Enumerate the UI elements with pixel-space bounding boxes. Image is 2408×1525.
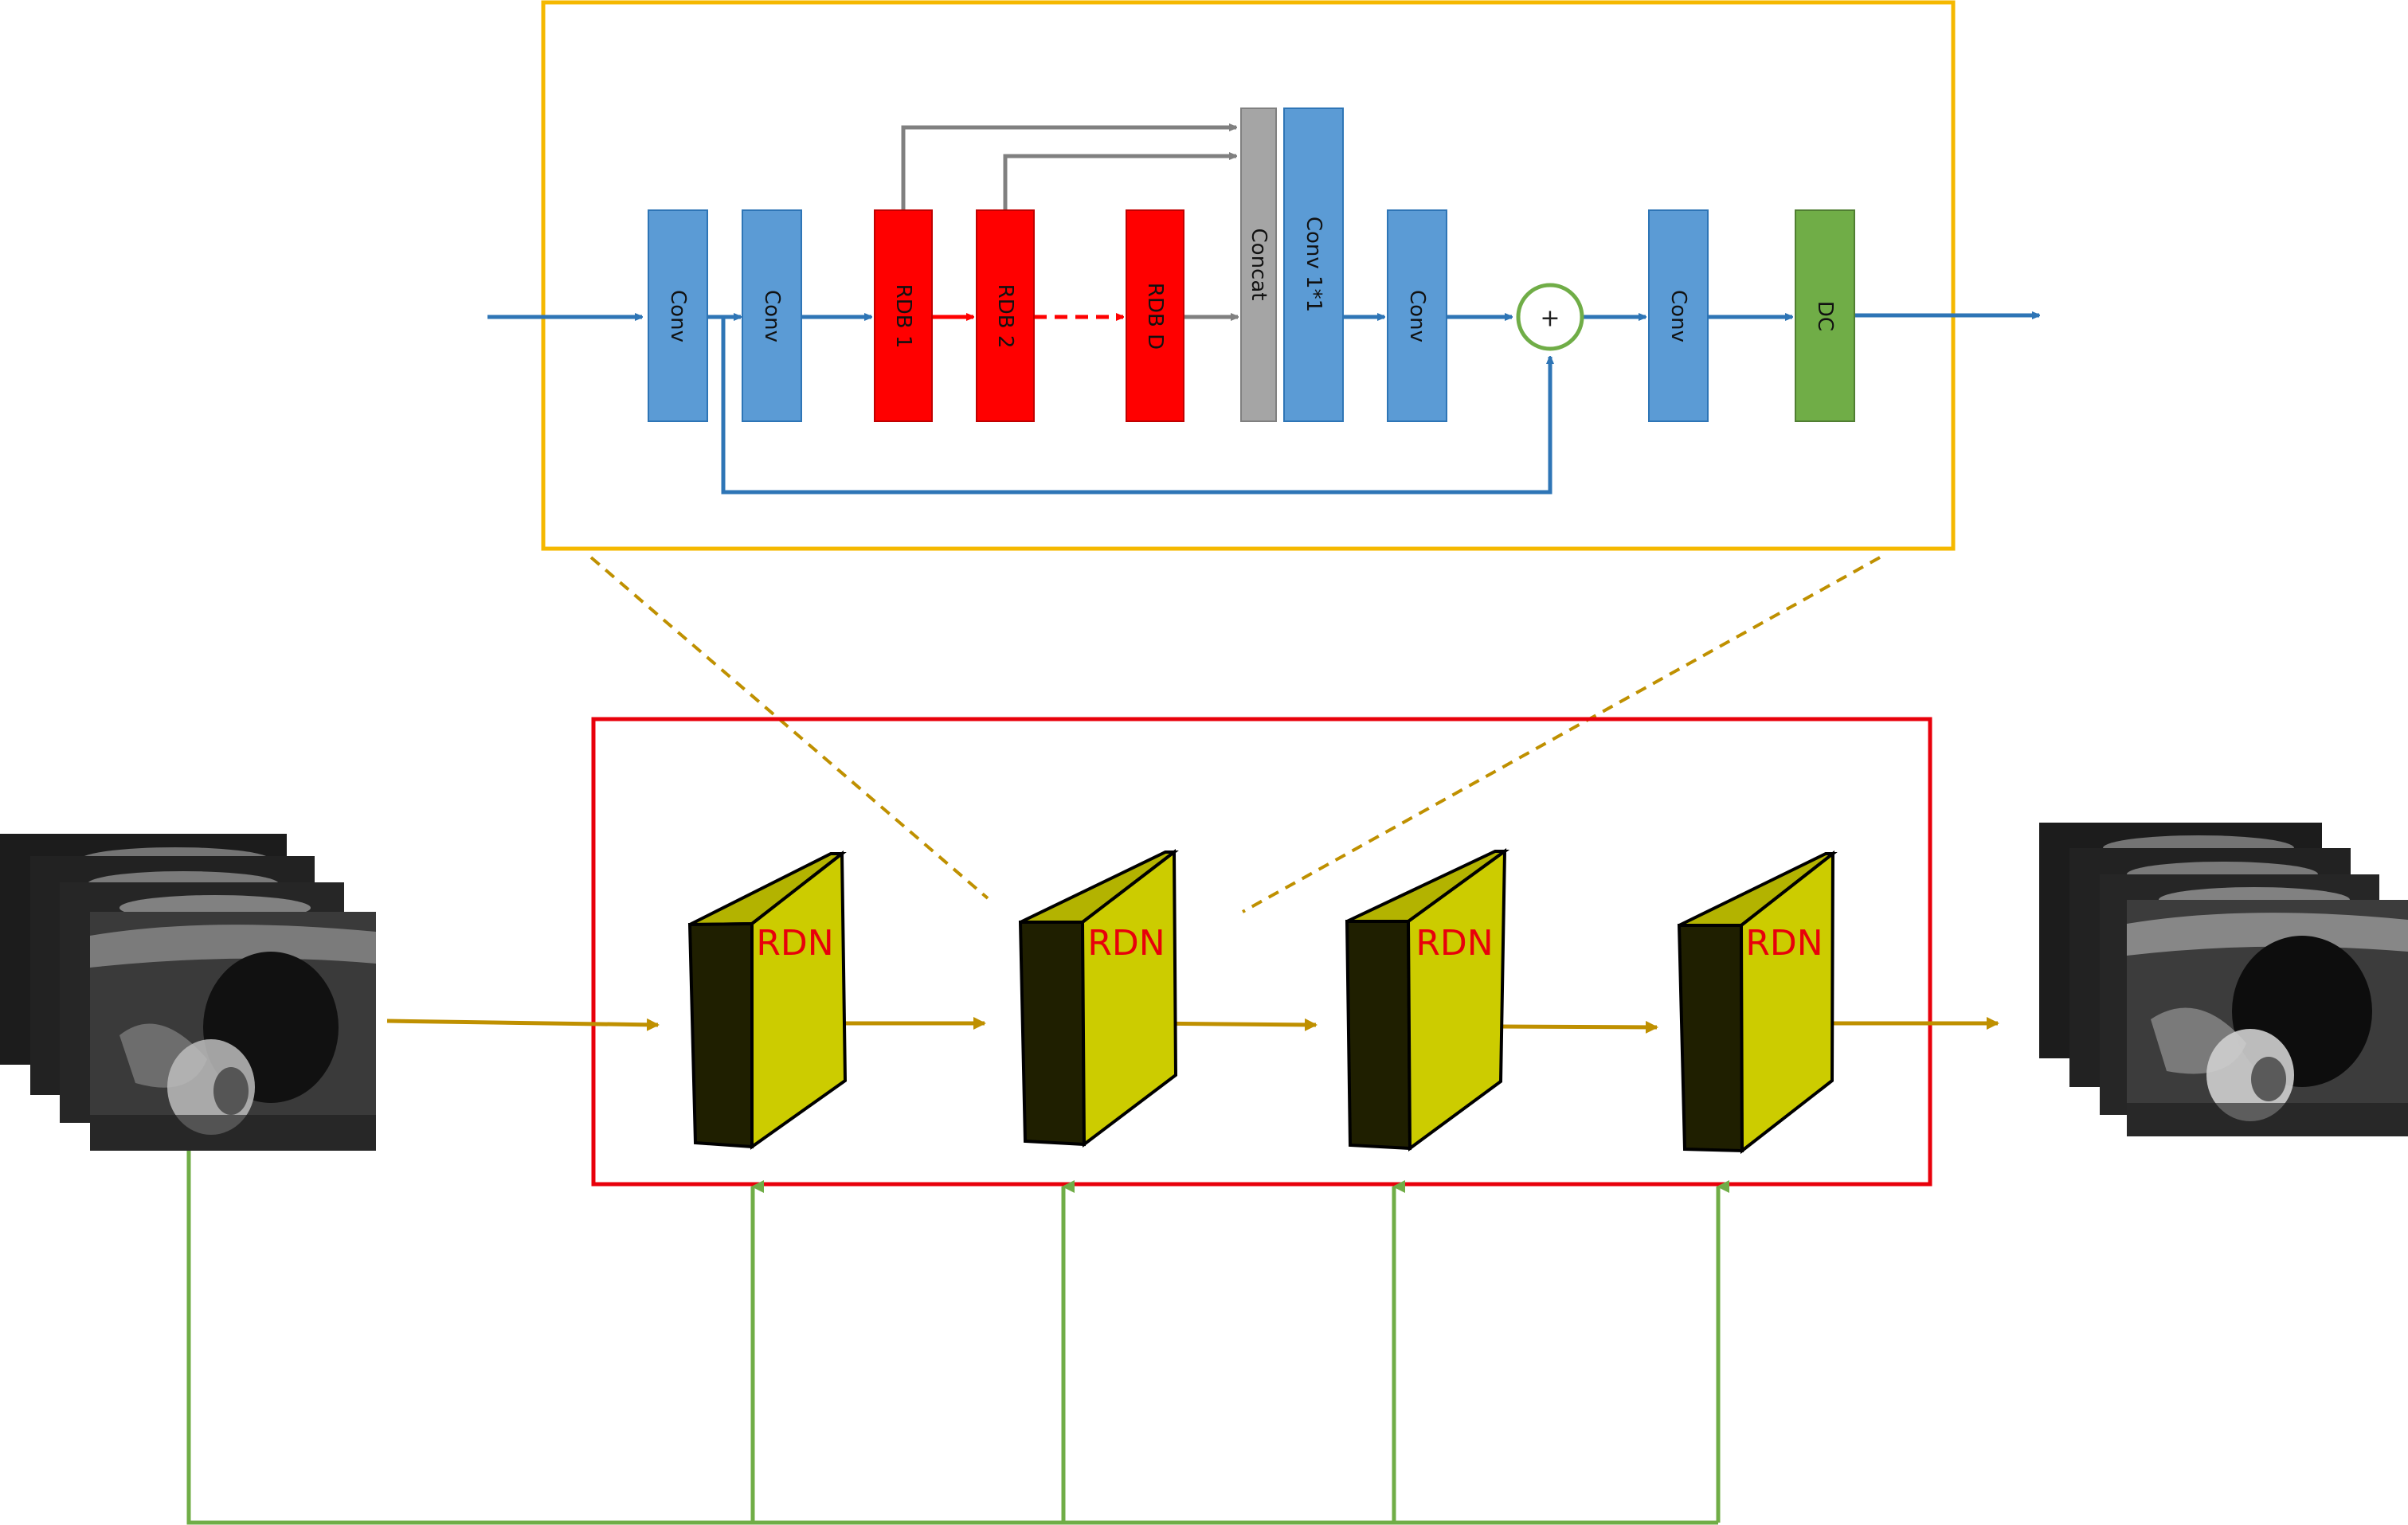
block-rdbd-label: RDB D	[1143, 283, 1167, 350]
sum-node-symbol: +	[1540, 305, 1560, 333]
block-conv3: Conv	[1387, 209, 1447, 422]
output-frame-4	[2127, 900, 2408, 1136]
rdn-module-2-label: RDN	[1087, 923, 1165, 964]
block-conv4: Conv	[1648, 209, 1709, 422]
block-rdb1: RDB 1	[874, 209, 933, 422]
sum-node: +	[1516, 283, 1584, 351]
rdb1-to-concat-connection	[901, 127, 1236, 210]
input-frame-4	[90, 912, 376, 1151]
rdb2-to-concat-connection	[1003, 156, 1236, 210]
block-conv1x1-label: Conv 1*1	[1302, 217, 1325, 312]
block-rdb2-label: RDB 2	[993, 284, 1017, 349]
input-mri-stack	[0, 834, 376, 1151]
output-mri-stack	[2039, 823, 2408, 1136]
block-rdb1-label: RDB 1	[891, 284, 915, 349]
network-frame	[591, 717, 1932, 1187]
zoom-line-right	[1242, 556, 1881, 913]
detail-frame	[541, 0, 1956, 551]
rdn-module-4-label: RDN	[1745, 923, 1823, 964]
block-conv1-label: Conv	[666, 290, 690, 342]
data-consistency-bus	[186, 1151, 1718, 1525]
block-conv1x1: Conv 1*1	[1283, 108, 1344, 422]
input-to-rdn1-arrow	[386, 1018, 660, 1031]
block-conv2-label: Conv	[760, 290, 784, 342]
block-dc: DC	[1795, 209, 1855, 422]
block-conv1: Conv	[648, 209, 708, 422]
rdn-module-2: RDN	[1018, 848, 1179, 1148]
block-conv4-label: Conv	[1666, 290, 1690, 342]
rdn-module-4: RDN	[1677, 850, 1838, 1155]
rdn-module-1-label: RDN	[756, 923, 833, 964]
rdn3-to-rdn4-arrow	[1498, 1020, 1658, 1034]
block-conv2: Conv	[742, 209, 802, 422]
rdn-module-3: RDN	[1345, 848, 1510, 1152]
zoom-line-left	[589, 556, 989, 900]
rdn-module-3-label: RDN	[1415, 923, 1493, 964]
block-conv3-label: Conv	[1405, 290, 1429, 342]
global-skip-connection	[721, 317, 1550, 495]
block-concat: Concat	[1240, 108, 1277, 422]
block-concat-label: Concat	[1247, 229, 1271, 301]
rdn-module-1: RDN	[687, 850, 848, 1150]
block-rdbd: RDB D	[1126, 209, 1184, 422]
block-dc-label: DC	[1813, 301, 1837, 331]
block-rdb2: RDB 2	[976, 209, 1035, 422]
